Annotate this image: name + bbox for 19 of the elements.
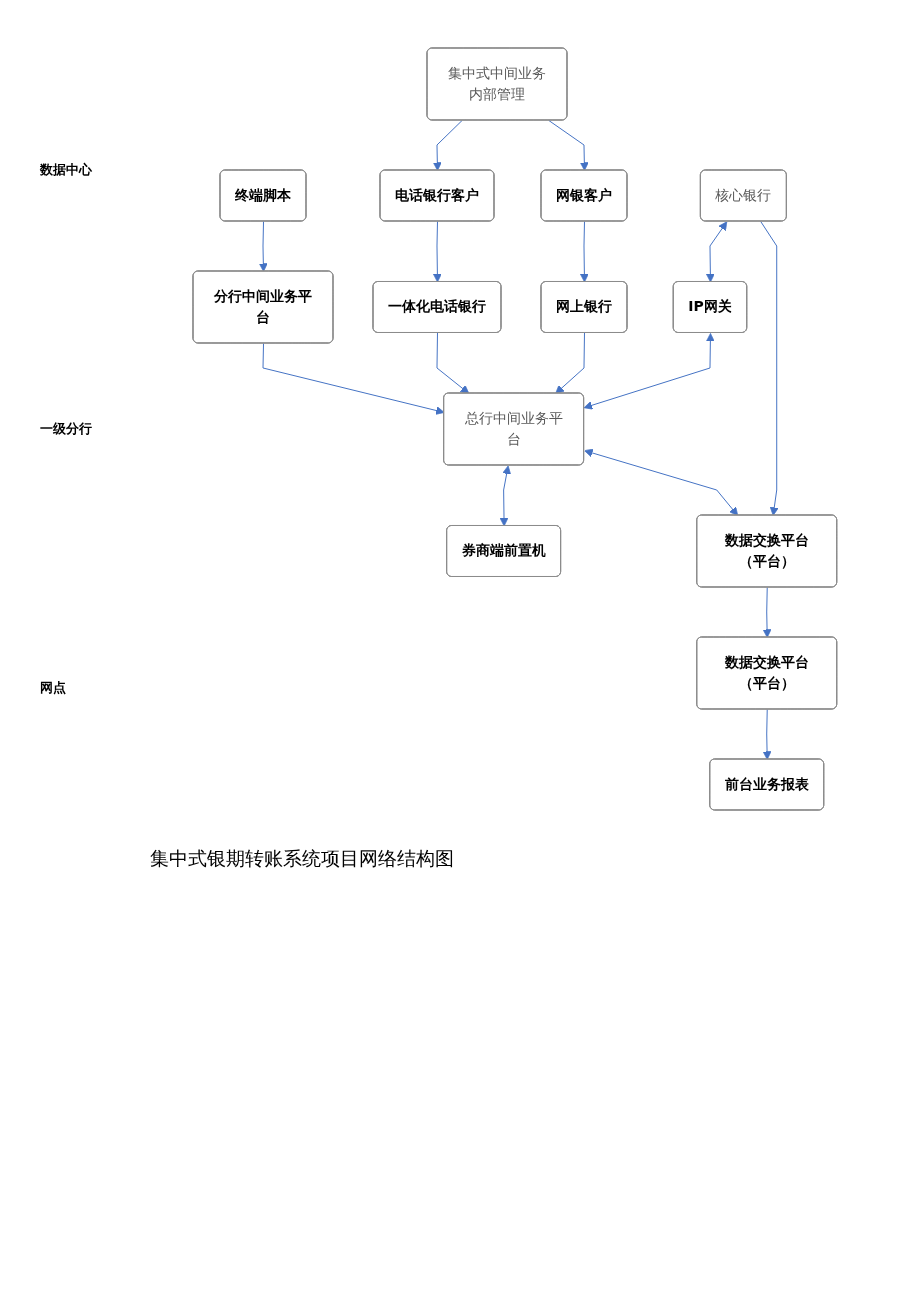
diagram-caption: 集中式银期转账系统项目网络结构图: [150, 846, 454, 871]
arrow: [262, 343, 445, 415]
arrow: [433, 120, 463, 171]
arrow: [580, 221, 589, 283]
arrow: [584, 448, 739, 516]
zone-label: 数据中心: [40, 160, 92, 179]
zone-label: 一级分行: [40, 420, 92, 438]
arrow: [499, 465, 512, 527]
arrow: [762, 709, 772, 760]
arrow: [436, 332, 470, 394]
arrow: [762, 587, 772, 638]
arrow: [548, 120, 589, 171]
arrow: [433, 221, 442, 283]
arrow: [259, 221, 268, 272]
zone-label: 网点: [40, 679, 66, 698]
arrow: [706, 221, 728, 283]
arrow: [760, 221, 779, 516]
arrow: [555, 332, 586, 394]
arrow: [583, 333, 715, 410]
